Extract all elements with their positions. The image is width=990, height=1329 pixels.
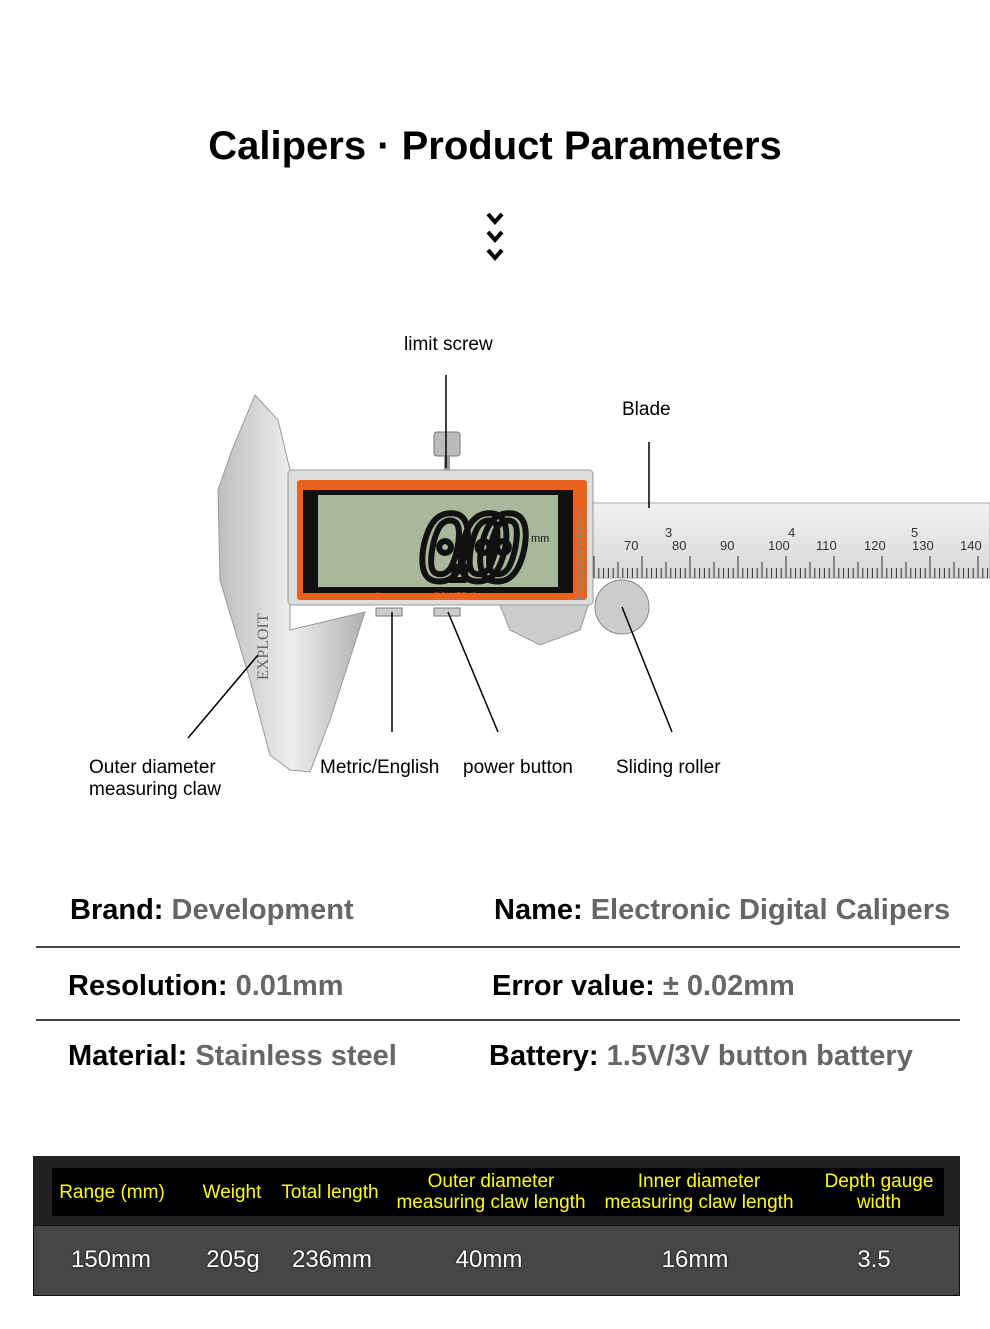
lcd-screen <box>318 495 558 587</box>
brand-engraving: EXPLOIT <box>255 613 272 680</box>
scale-label: 70 <box>624 538 638 553</box>
mm-in-label: mm/in <box>360 591 385 601</box>
table-header: Range (mm) Weight Total length Outer dia… <box>52 1168 944 1216</box>
header-total-length: Total length <box>281 1181 379 1203</box>
cell-weight: 205g <box>206 1246 260 1273</box>
lcd-unit: mm <box>531 533 549 545</box>
chevrons-down-icon <box>486 212 504 262</box>
power-label: POWER/O <box>434 591 478 601</box>
divider <box>36 946 960 948</box>
inch-label: 5 <box>911 525 918 540</box>
cell-inner-claw: 16mm <box>661 1246 729 1273</box>
table-row: 150mm 205g 236mm 40mm 16mm 3.5 <box>33 1225 960 1296</box>
scale-label: 90 <box>720 538 734 553</box>
scale-label: 80 <box>672 538 686 553</box>
param-name: Name: Electronic Digital Calipers <box>494 894 951 926</box>
cell-total-length: 236mm <box>291 1246 373 1273</box>
scale-label: 130 <box>912 538 934 553</box>
header-range: Range (mm) <box>59 1181 165 1203</box>
power-button[interactable] <box>433 607 461 617</box>
header-depth-gauge: Depth gauge width <box>824 1171 934 1213</box>
divider <box>36 1019 960 1021</box>
inch-label: 3 <box>665 525 672 540</box>
spec-table: Range (mm) Weight Total length Outer dia… <box>33 1156 960 1296</box>
header-outer-claw: Outer diameter measuring claw length <box>396 1171 586 1213</box>
scale-label: 140 <box>960 538 982 553</box>
cell-outer-claw: 40mm <box>455 1246 523 1273</box>
limit-screw[interactable] <box>433 431 461 457</box>
header-inner-claw: Inner diameter measuring claw length <box>604 1171 794 1213</box>
cell-range: 150mm <box>70 1246 152 1273</box>
param-error: Error value: ± 0.02mm <box>492 970 795 1002</box>
param-battery: Battery: 1.5V/3V button battery <box>489 1040 913 1072</box>
cell-depth-gauge: 3.5 <box>857 1246 891 1273</box>
callout-sliding-roller: Sliding roller <box>616 757 721 778</box>
param-resolution: Resolution: 0.01mm <box>68 970 344 1002</box>
waterproof-text: IP54WATERPROOF <box>576 509 587 600</box>
metric-english-button[interactable] <box>375 607 403 617</box>
lcd-reading: 0.00 <box>418 497 530 602</box>
callout-limit-screw: limit screw <box>404 334 493 355</box>
caliper-diagram: EXPLOIT 70 80 90 100 110 120 130 140 3 4 5 0.00 mm… <box>187 375 990 773</box>
param-brand: Brand: Development <box>70 894 354 926</box>
param-material: Material: Stainless steel <box>68 1040 397 1072</box>
page-title: Calipers · Product Parameters <box>208 124 782 168</box>
scale-label: 100 <box>768 538 790 553</box>
inch-label: 4 <box>788 525 795 540</box>
callout-power-button: power button <box>463 757 573 778</box>
callout-blade: Blade <box>622 399 671 420</box>
scale-label: 120 <box>864 538 886 553</box>
scale-label: 110 <box>816 538 837 553</box>
callout-outer-claw: Outer diameter measuring claw <box>89 757 221 800</box>
callout-metric-english: Metric/English <box>320 757 440 778</box>
header-weight: Weight <box>202 1181 262 1203</box>
